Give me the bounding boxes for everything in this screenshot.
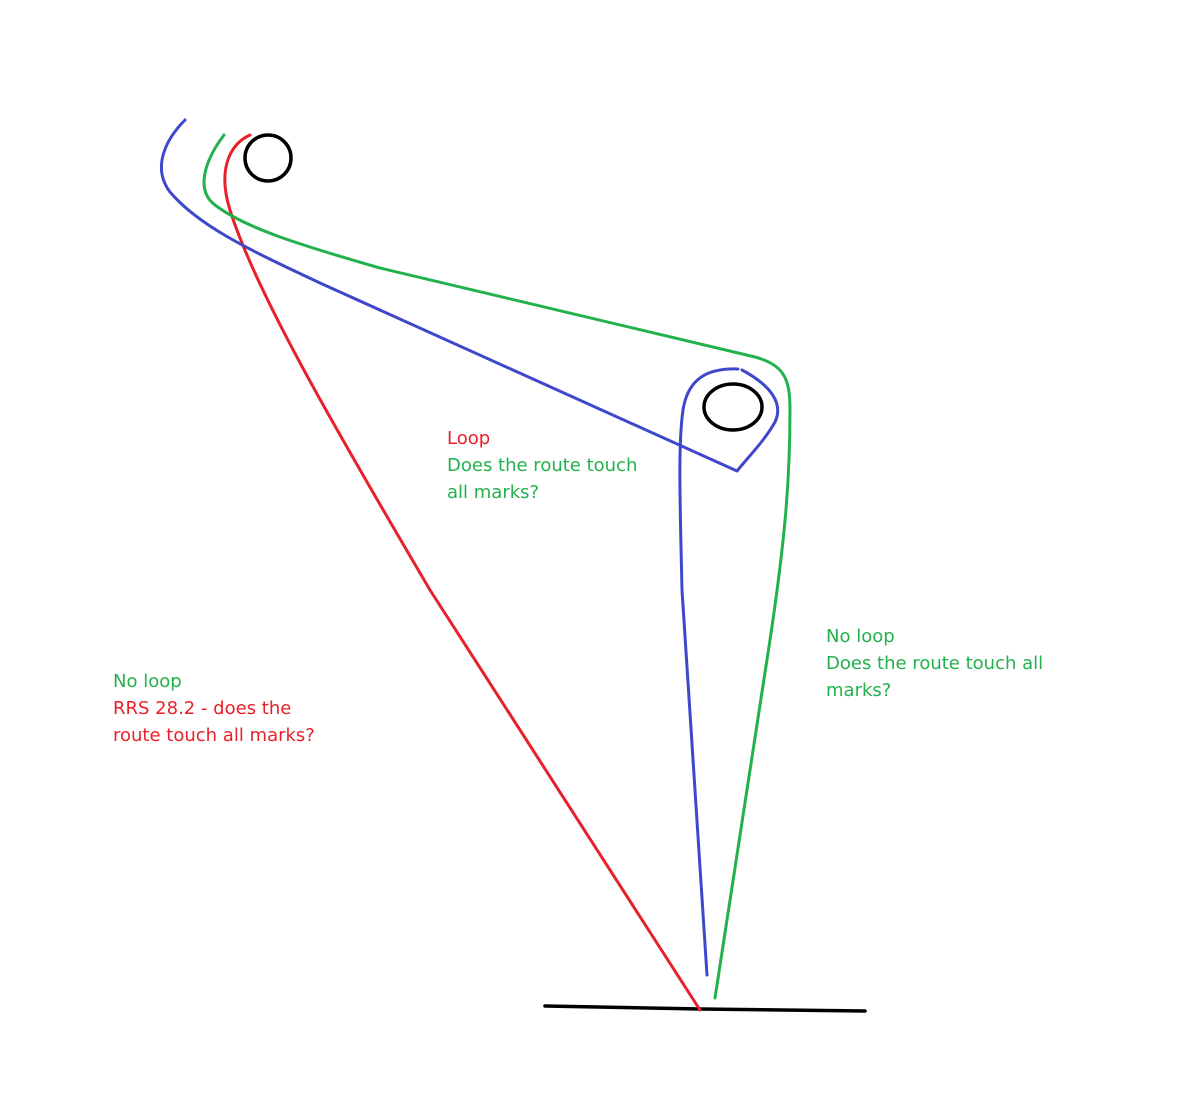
blue-route xyxy=(160,118,780,473)
red-route xyxy=(223,133,702,1012)
label-loop-question-2: all marks? xyxy=(447,482,540,503)
green-route xyxy=(202,133,792,1000)
finish-line xyxy=(543,1004,867,1013)
blue-route-loop-descent xyxy=(678,367,740,977)
label-loop-question-1: Does the route touch xyxy=(447,455,638,476)
label-no-loop-right: No loop Does the route touch all marks? xyxy=(826,623,1043,704)
label-loop: Loop Does the route touch all marks? xyxy=(447,425,637,506)
label-no-loop-right-question-1: Does the route touch all xyxy=(826,653,1044,674)
label-no-loop-left-question-1: RRS 28.2 - does the xyxy=(113,698,292,719)
label-loop-title: Loop xyxy=(447,428,491,449)
windward-mark xyxy=(243,133,293,183)
offset-mark xyxy=(702,382,764,432)
label-no-loop-left-title: No loop xyxy=(113,671,182,692)
label-no-loop-left: No loop RRS 28.2 - does the route touch … xyxy=(113,668,315,749)
label-no-loop-left-question-2: route touch all marks? xyxy=(113,725,315,746)
label-no-loop-right-question-2: marks? xyxy=(826,680,892,701)
label-no-loop-right-title: No loop xyxy=(826,626,895,647)
